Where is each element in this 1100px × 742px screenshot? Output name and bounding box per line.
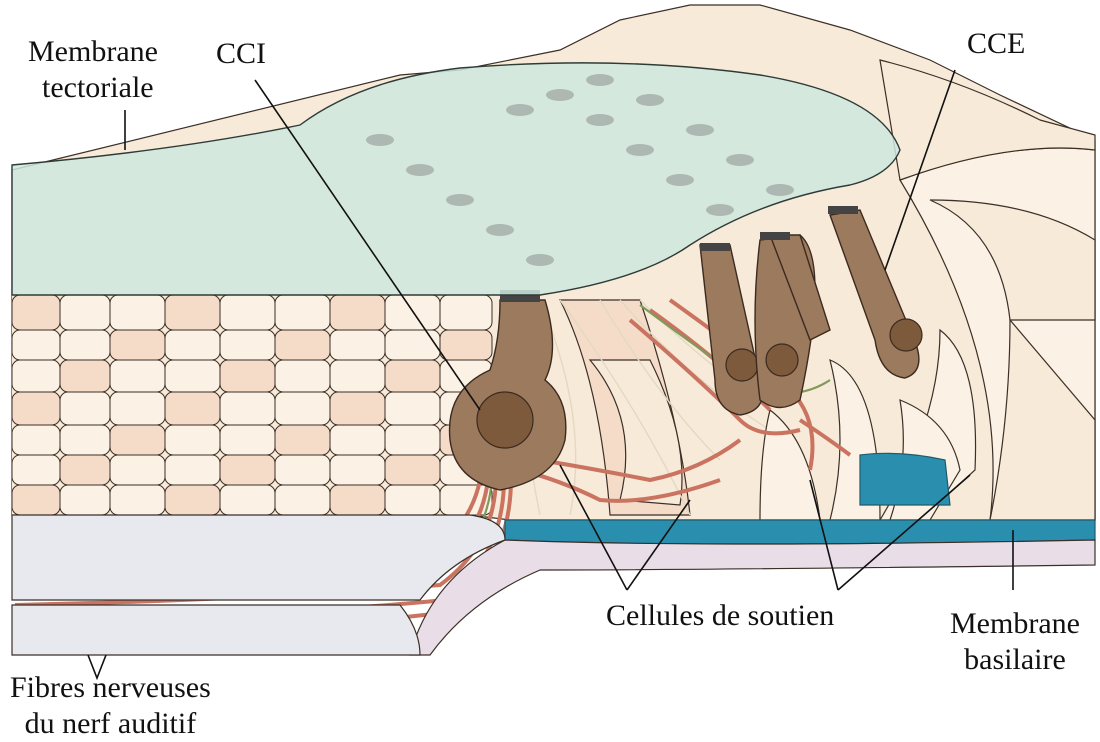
cell <box>220 455 275 485</box>
cell <box>275 425 330 455</box>
cell <box>385 360 440 392</box>
stereocilia-imprint <box>406 164 434 176</box>
cell <box>440 295 492 330</box>
cell <box>220 295 275 330</box>
cell <box>220 360 275 392</box>
cell <box>275 392 330 425</box>
basilar-membrane <box>12 515 1095 655</box>
cell <box>12 360 60 392</box>
stereocilia-imprint <box>586 74 614 86</box>
cell <box>165 425 220 455</box>
cell <box>60 425 110 455</box>
stereocilia-imprint <box>546 89 574 101</box>
stereocilia-imprint <box>486 224 514 236</box>
stereocilia-imprint <box>686 124 714 136</box>
cell <box>220 425 275 455</box>
cell <box>330 485 385 515</box>
cell <box>12 295 60 330</box>
cell <box>110 485 165 515</box>
stereocilia-imprint <box>766 184 794 196</box>
label-cce: CCE <box>967 26 1025 62</box>
cell <box>110 455 165 485</box>
cell <box>165 392 220 425</box>
label-basilar-line2: basilaire <box>950 642 1080 678</box>
label-basilar-membrane: Membrane basilaire <box>950 606 1080 678</box>
cell <box>330 455 385 485</box>
cell <box>165 360 220 392</box>
stereocilia-imprint <box>636 94 664 106</box>
cell <box>60 455 110 485</box>
cell <box>330 295 385 330</box>
label-support-cells: Cellules de soutien <box>606 598 834 634</box>
cell <box>220 330 275 360</box>
stereocilia-imprint <box>666 174 694 186</box>
cell <box>12 330 60 360</box>
cell <box>275 330 330 360</box>
cell <box>330 392 385 425</box>
stereocilia-imprint <box>626 144 654 156</box>
cell <box>220 392 275 425</box>
inner-sulcus-cells <box>12 295 492 515</box>
cell <box>110 360 165 392</box>
cell <box>60 392 110 425</box>
cell <box>385 425 440 455</box>
stereocilia-imprint <box>726 154 754 166</box>
cell <box>12 425 60 455</box>
cell <box>12 485 60 515</box>
cell <box>385 485 440 515</box>
cell <box>12 392 60 425</box>
label-cci: CCI <box>216 36 266 72</box>
cell <box>275 455 330 485</box>
cell <box>60 295 110 330</box>
cell <box>110 295 165 330</box>
cell <box>275 485 330 515</box>
cell <box>275 295 330 330</box>
cell <box>110 425 165 455</box>
stereocilia-imprint <box>506 104 534 116</box>
label-tectorial-line2: tectoriale <box>28 70 158 106</box>
cell <box>385 330 440 360</box>
cell <box>110 392 165 425</box>
cell <box>275 360 330 392</box>
stereocilia-imprint <box>446 194 474 206</box>
label-basilar-line1: Membrane <box>950 606 1080 642</box>
stereocilia-imprint <box>366 134 394 146</box>
stereocilia-imprint <box>526 254 554 266</box>
label-nerve-fibers: Fibres nerveuses du nerf auditif <box>10 670 211 742</box>
cell <box>440 330 492 360</box>
stereocilia-imprint <box>586 114 614 126</box>
cell <box>330 425 385 455</box>
stereocilia-imprint <box>706 204 734 216</box>
cell <box>165 455 220 485</box>
cell <box>385 392 440 425</box>
cell <box>330 360 385 392</box>
cell <box>60 360 110 392</box>
cell <box>165 485 220 515</box>
cell <box>60 330 110 360</box>
cell <box>165 330 220 360</box>
cell <box>60 485 110 515</box>
cell <box>385 295 440 330</box>
cell <box>330 330 385 360</box>
cell <box>220 485 275 515</box>
label-tectorial-membrane: Membrane tectoriale <box>28 34 158 106</box>
cell <box>110 330 165 360</box>
label-tectorial-line1: Membrane <box>28 34 158 70</box>
cell <box>165 295 220 330</box>
label-fibers-line1: Fibres nerveuses <box>10 670 211 706</box>
cell <box>385 455 440 485</box>
cell <box>12 455 60 485</box>
